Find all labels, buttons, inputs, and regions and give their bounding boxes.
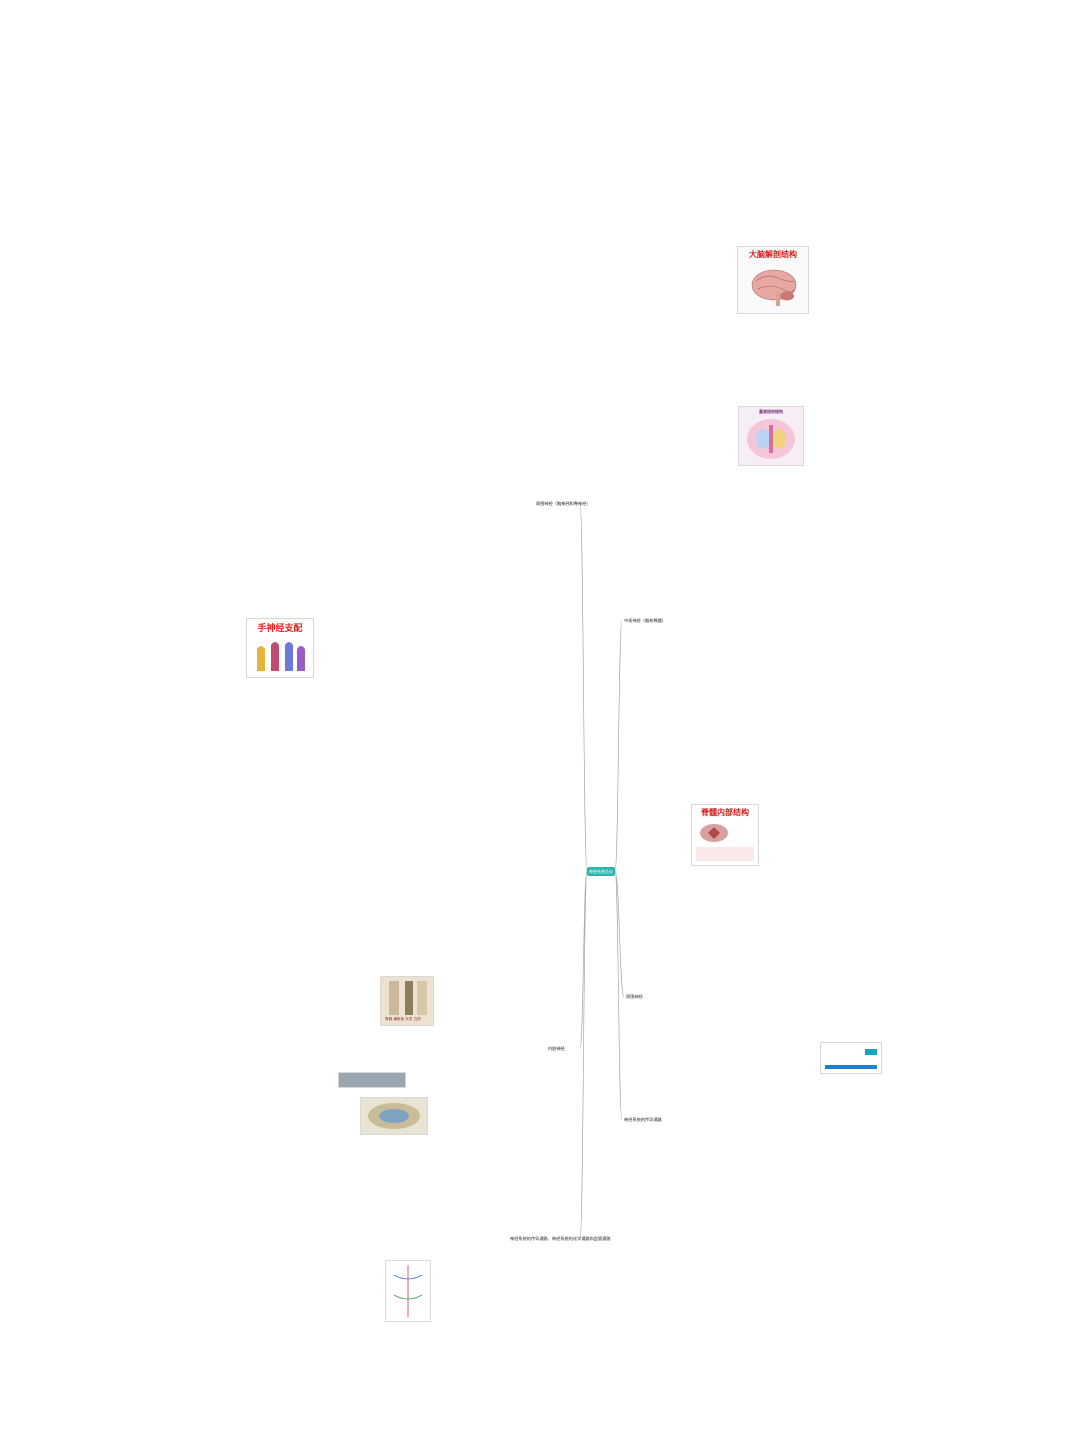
brain-section-illustration xyxy=(739,407,803,465)
spinal-photo-image: 脊髓 横断面 灰质 白质 xyxy=(380,976,434,1026)
connector-central xyxy=(615,621,622,871)
spinal-image-title: 脊髓内部结构 xyxy=(692,807,758,818)
vertebrae-photo-image xyxy=(338,1072,406,1088)
branch-left-pathway[interactable]: 神经系统的传导通路、神经系统的化学通路和血管通路 xyxy=(510,1237,611,1241)
connector-left-pathway xyxy=(580,871,587,1239)
branch-conduction-pathway[interactable]: 神经系统的传导通路 xyxy=(624,1118,662,1122)
branch-visceral[interactable]: 内脏神经 xyxy=(548,1047,565,1051)
branch-central-nervous[interactable]: 中枢神经（脑和脊髓） xyxy=(624,619,666,623)
brain-image-title: 大脑解剖结构 xyxy=(738,249,808,260)
pathway-illustration xyxy=(386,1261,430,1321)
info-card-illustration xyxy=(821,1043,881,1073)
hand-innervation-image: 手神经支配 xyxy=(246,618,314,678)
hand-image-title: 手神经支配 xyxy=(247,621,313,634)
brain-section-title: 基底核的结构 xyxy=(739,409,803,415)
sagittal-illustration xyxy=(361,1098,427,1134)
spinal-cord-image: 脊髓内部结构 xyxy=(691,804,759,866)
sagittal-section-image xyxy=(360,1097,428,1135)
branch-peripheral-nervous[interactable]: 周围神经 xyxy=(626,995,643,999)
connector-left-peripheral xyxy=(580,504,587,871)
root-node[interactable]: 神经系统总论 xyxy=(587,867,615,876)
brain-anatomy-image: 大脑解剖结构 xyxy=(737,246,809,314)
connector-visceral xyxy=(580,871,587,1049)
spinal-photo-caption: 脊髓 横断面 灰质 白质 xyxy=(385,1017,421,1021)
info-card-image xyxy=(820,1042,882,1074)
branch-left-peripheral[interactable]: 周围神经（脑神经和脊神经） xyxy=(536,502,590,506)
brain-section-image: 基底核的结构 xyxy=(738,406,804,466)
pathway-diagram-image xyxy=(385,1260,431,1322)
